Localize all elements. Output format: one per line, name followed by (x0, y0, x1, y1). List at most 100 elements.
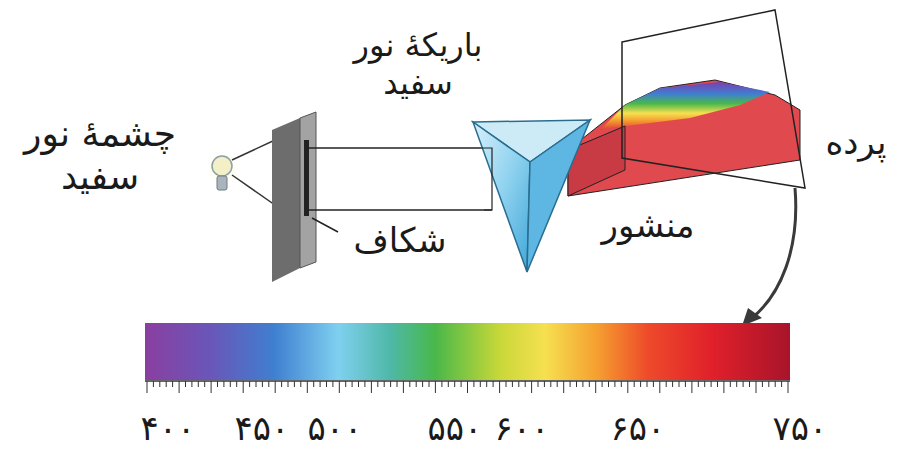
tick-mark (602, 381, 603, 387)
tick-mark (429, 381, 430, 387)
tick-mark (147, 381, 148, 393)
part-label: پرده (811, 122, 901, 163)
tick-mark (781, 381, 782, 387)
tick-mark (288, 381, 289, 387)
tick-mark (211, 381, 212, 393)
tick-mark (467, 381, 468, 393)
tick-mark (666, 381, 667, 387)
tick-mark (743, 381, 744, 387)
tick-mark (486, 381, 487, 387)
tick-mark (544, 381, 545, 387)
tick-mark (345, 381, 346, 387)
tick-mark (422, 381, 423, 387)
tick-mark (300, 381, 301, 387)
tick-mark (204, 381, 205, 387)
tick-mark (634, 381, 635, 387)
tick-mark (627, 381, 628, 393)
tick-mark (685, 381, 686, 387)
tick-mark (275, 381, 276, 393)
tick-mark (384, 381, 385, 387)
tick-mark (717, 381, 718, 387)
tick-mark (768, 381, 769, 387)
tick-mark (788, 381, 789, 393)
tick-mark (563, 381, 564, 393)
tick-mark (249, 381, 250, 387)
part-label: منشور (578, 205, 718, 246)
tick-mark (435, 381, 436, 393)
tick-mark (377, 381, 378, 387)
tick-mark (339, 381, 340, 393)
tick-mark (236, 381, 237, 387)
tick-mark (441, 381, 442, 387)
tick-mark (749, 381, 750, 387)
tick-mark (608, 381, 609, 387)
tick-mark (371, 381, 372, 393)
tick-mark (691, 381, 692, 393)
tick-mark (711, 381, 712, 387)
scale-number: ۵۰۰ (295, 408, 375, 449)
tick-mark (390, 381, 391, 387)
tick-mark (775, 381, 776, 387)
tick-mark (454, 381, 455, 387)
part-label: چشمهٔ نور سفید (10, 112, 190, 198)
tick-mark (723, 381, 724, 393)
tick-mark (223, 381, 224, 387)
tick-mark (525, 381, 526, 387)
tick-mark (313, 381, 314, 387)
tick-mark (461, 381, 462, 387)
tick-mark (589, 381, 590, 387)
tick-mark (621, 381, 622, 387)
tick-mark (672, 381, 673, 387)
tick-mark (172, 381, 173, 387)
scale-number: ۴۰۰ (128, 408, 208, 449)
tick-mark (256, 381, 257, 387)
tick-mark (294, 381, 295, 387)
tick-mark (614, 381, 615, 387)
scale-number: ۴۵۰ (222, 408, 302, 449)
tick-mark (538, 381, 539, 387)
tick-mark (679, 381, 680, 387)
tick-mark (332, 381, 333, 387)
tick-mark (659, 381, 660, 393)
tick-mark (480, 381, 481, 387)
tick-mark (448, 381, 449, 387)
tick-mark (550, 381, 551, 387)
scale-number: ۵۵۰ (415, 408, 495, 449)
tick-mark (730, 381, 731, 387)
tick-mark (397, 381, 398, 387)
tick-mark (166, 381, 167, 387)
tick-mark (704, 381, 705, 387)
tick-mark (640, 381, 641, 387)
tick-mark (512, 381, 513, 387)
tick-mark (647, 381, 648, 387)
tick-mark (736, 381, 737, 387)
tick-mark (506, 381, 507, 387)
tick-mark (358, 381, 359, 387)
tick-mark (493, 381, 494, 387)
tick-mark (268, 381, 269, 387)
tick-mark (762, 381, 763, 387)
tick-mark (307, 381, 308, 393)
tick-mark (409, 381, 410, 387)
tick-mark (191, 381, 192, 387)
scale-number: ۷۵۰ (760, 408, 840, 449)
tick-mark (217, 381, 218, 387)
tick-mark (179, 381, 180, 393)
tick-mark (416, 381, 417, 387)
tick-mark (281, 381, 282, 387)
tick-mark (595, 381, 596, 393)
tick-mark (570, 381, 571, 387)
tick-mark (153, 381, 154, 387)
tick-mark (582, 381, 583, 387)
tick-mark (320, 381, 321, 387)
tick-mark (326, 381, 327, 387)
tick-mark (499, 381, 500, 393)
scale-number: ۶۰۰ (482, 408, 562, 449)
tick-mark (473, 381, 474, 387)
tick-mark (352, 381, 353, 387)
tick-mark (518, 381, 519, 387)
tick-mark (653, 381, 654, 387)
tick-mark (243, 381, 244, 393)
tick-mark (185, 381, 186, 387)
tick-mark (557, 381, 558, 387)
